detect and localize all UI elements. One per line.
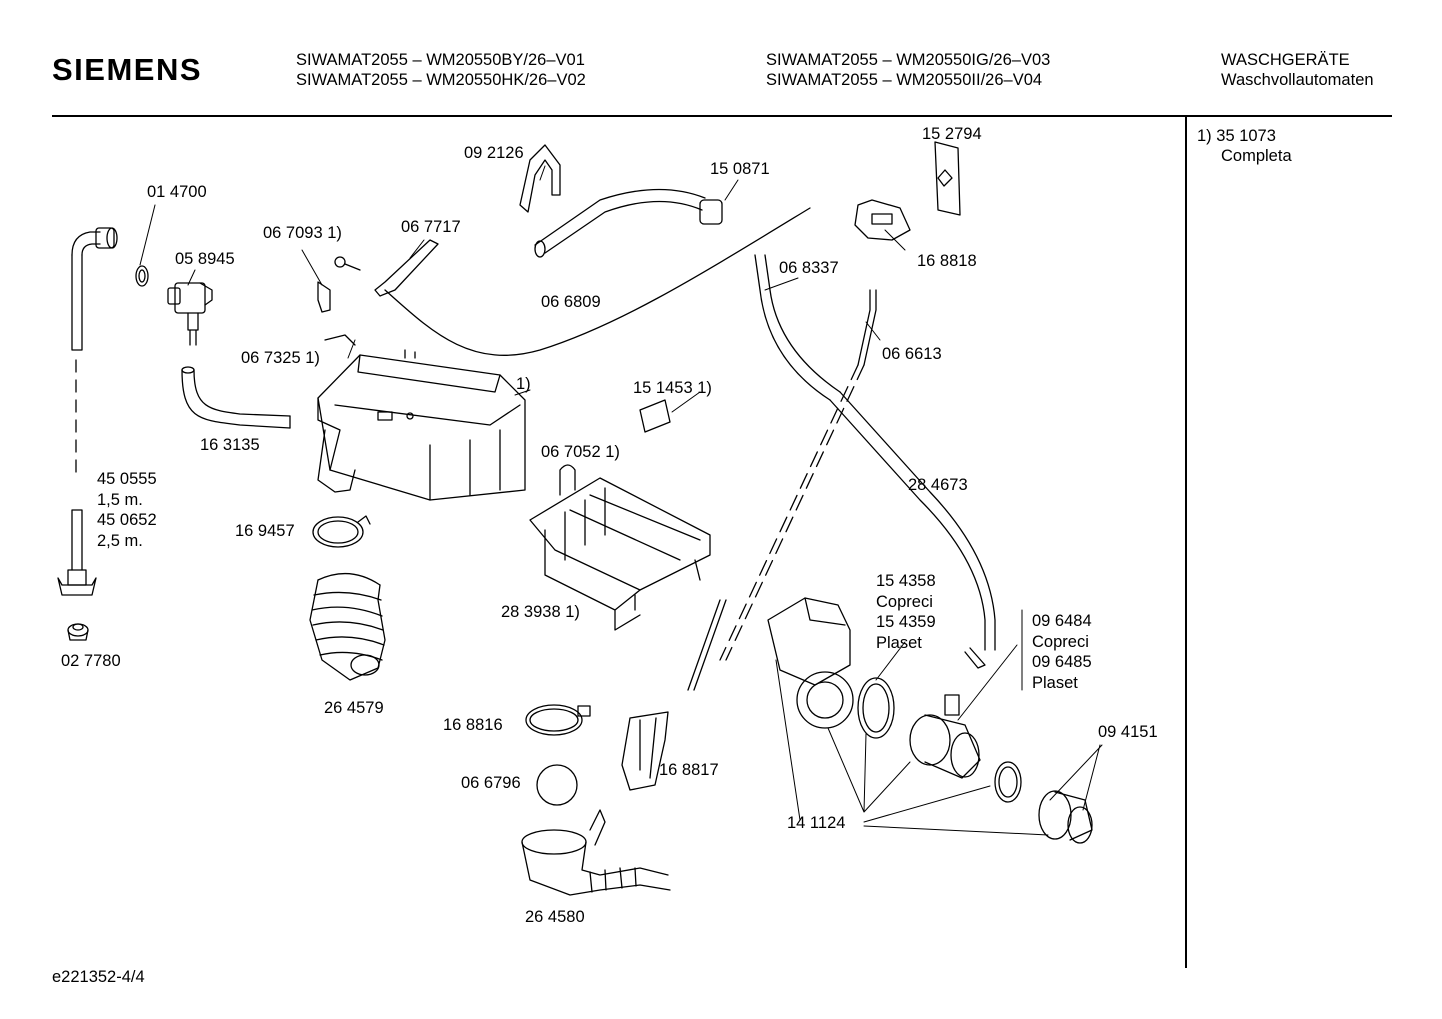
pump-seal-part-1: 15 4358 <box>876 572 936 590</box>
sump-hose <box>521 809 671 896</box>
label-plate <box>639 399 671 433</box>
leader-lines <box>139 165 1103 836</box>
filter-seal <box>994 761 1022 803</box>
part-label-058945: 05 8945 <box>175 250 235 268</box>
part-label-027780: 02 7780 <box>61 652 121 670</box>
model-list-1: SIWAMAT2055 – WM20550BY/26–V01 SIWAMAT20… <box>296 50 586 90</box>
short-hose <box>181 366 291 429</box>
category-line: Waschvollautomaten <box>1221 71 1374 89</box>
hose-length-2: 2,5 m. <box>97 531 143 550</box>
sensor-tube <box>621 711 669 791</box>
bellows <box>309 572 386 681</box>
siphon-cap <box>559 464 576 496</box>
small-tube <box>687 289 877 691</box>
model-line: SIWAMAT2055 – WM20550HK/26–V02 <box>296 71 586 89</box>
pump-housing-part-1: 09 6484 <box>1032 612 1092 630</box>
bracket-plate <box>934 141 961 216</box>
part-label-067093: 06 7093 1) <box>263 224 342 242</box>
pump-seal-maker-2: Plaset <box>876 633 922 652</box>
hose-clip <box>519 144 561 213</box>
seal-ring <box>312 515 371 548</box>
model-list-2: SIWAMAT2055 – WM20550IG/26–V03 SIWAMAT20… <box>766 50 1050 90</box>
part-label-152794: 15 2794 <box>922 125 982 143</box>
detergent-housing <box>317 349 526 501</box>
part-label-264579: 26 4579 <box>324 699 384 717</box>
wiring-cable <box>384 207 811 356</box>
document-id: e221352-4/4 <box>52 968 145 986</box>
footnote-block: 1) 35 1073 Completa <box>1197 126 1292 166</box>
inlet-hose-elbow <box>71 227 118 481</box>
hose-clamp <box>525 704 591 736</box>
brand-logo: SIEMENS <box>52 52 203 87</box>
part-label-283938: 28 3938 1) <box>501 603 580 621</box>
spring-clip <box>374 239 439 297</box>
part-label-pump-seal: 15 4358 Copreci 15 4359 Plaset <box>876 571 936 653</box>
drain-hose-loop <box>754 254 996 669</box>
part-label-141124: 14 1124 <box>787 814 846 832</box>
category-heading: WASCHGERÄTE Waschvollautomaten <box>1221 50 1374 90</box>
pump-housing-maker-2: Plaset <box>1032 673 1078 692</box>
part-label-151453: 15 1453 1) <box>633 379 712 397</box>
drain-filter <box>1038 790 1093 844</box>
part-label-168816: 16 8816 <box>443 716 503 734</box>
footnote-marker: 1) <box>1197 127 1212 145</box>
part-label-hose-long: 45 0555 1,5 m. 45 0652 2,5 m. <box>97 469 157 551</box>
part-label-066796: 06 6796 <box>461 774 521 792</box>
tube-clamp-top <box>699 199 723 225</box>
model-line: SIWAMAT2055 – WM20550IG/26–V03 <box>766 51 1051 69</box>
header-rule <box>52 115 1392 117</box>
pump-housing <box>909 694 981 779</box>
long-hose <box>57 509 97 596</box>
part-label-163135: 16 3135 <box>200 436 260 454</box>
washer-ring <box>135 265 149 287</box>
part-label-pump-housing: 09 6484 Copreci 09 6485 Plaset <box>1032 611 1092 693</box>
level-switch-clip <box>854 199 911 241</box>
hose-part-1: 45 0555 <box>97 470 157 488</box>
part-label-1: 1) <box>516 375 531 393</box>
part-label-067325: 06 7325 1) <box>241 349 320 367</box>
dispenser-drawer <box>529 477 711 631</box>
top-hose <box>534 188 706 258</box>
part-label-169457: 16 9457 <box>235 522 295 540</box>
ball-valve <box>536 764 578 806</box>
part-label-066613: 06 6613 <box>882 345 942 363</box>
pump-seal-part-2: 15 4359 <box>876 613 936 631</box>
category-line: WASCHGERÄTE <box>1221 51 1350 69</box>
footnote-part: 35 1073 <box>1216 127 1276 145</box>
model-line: SIWAMAT2055 – WM20550BY/26–V01 <box>296 51 585 69</box>
pump-housing-maker-1: Copreci <box>1032 632 1089 651</box>
part-label-067717: 06 7717 <box>401 218 461 236</box>
hose-part-2: 45 0652 <box>97 511 157 529</box>
pump-seal-maker-1: Copreci <box>876 592 933 611</box>
footnote-text: Completa <box>1221 147 1292 165</box>
inlet-valve <box>167 282 213 346</box>
part-label-014700: 01 4700 <box>147 183 207 201</box>
drain-pump-motor <box>767 597 854 729</box>
small-bracket-pin <box>317 256 361 346</box>
part-label-284673: 28 4673 <box>908 476 968 494</box>
part-label-094151: 09 4151 <box>1098 723 1158 741</box>
part-label-168817: 16 8817 <box>659 761 719 779</box>
part-label-092126: 09 2126 <box>464 144 524 162</box>
part-label-264580: 26 4580 <box>525 908 585 926</box>
part-label-068337: 06 8337 <box>779 259 839 277</box>
foot-cap <box>67 623 89 641</box>
part-label-066809: 06 6809 <box>541 293 601 311</box>
pump-housing-part-2: 09 6485 <box>1032 653 1092 671</box>
model-line: SIWAMAT2055 – WM20550II/26–V04 <box>766 71 1043 89</box>
part-label-168818: 16 8818 <box>917 252 977 270</box>
hose-length-1: 1,5 m. <box>97 490 143 509</box>
pump-seal-ring <box>857 677 895 739</box>
part-label-150871: 15 0871 <box>710 160 770 178</box>
sidebar-rule <box>1185 116 1187 968</box>
part-label-067052: 06 7052 1) <box>541 443 620 461</box>
